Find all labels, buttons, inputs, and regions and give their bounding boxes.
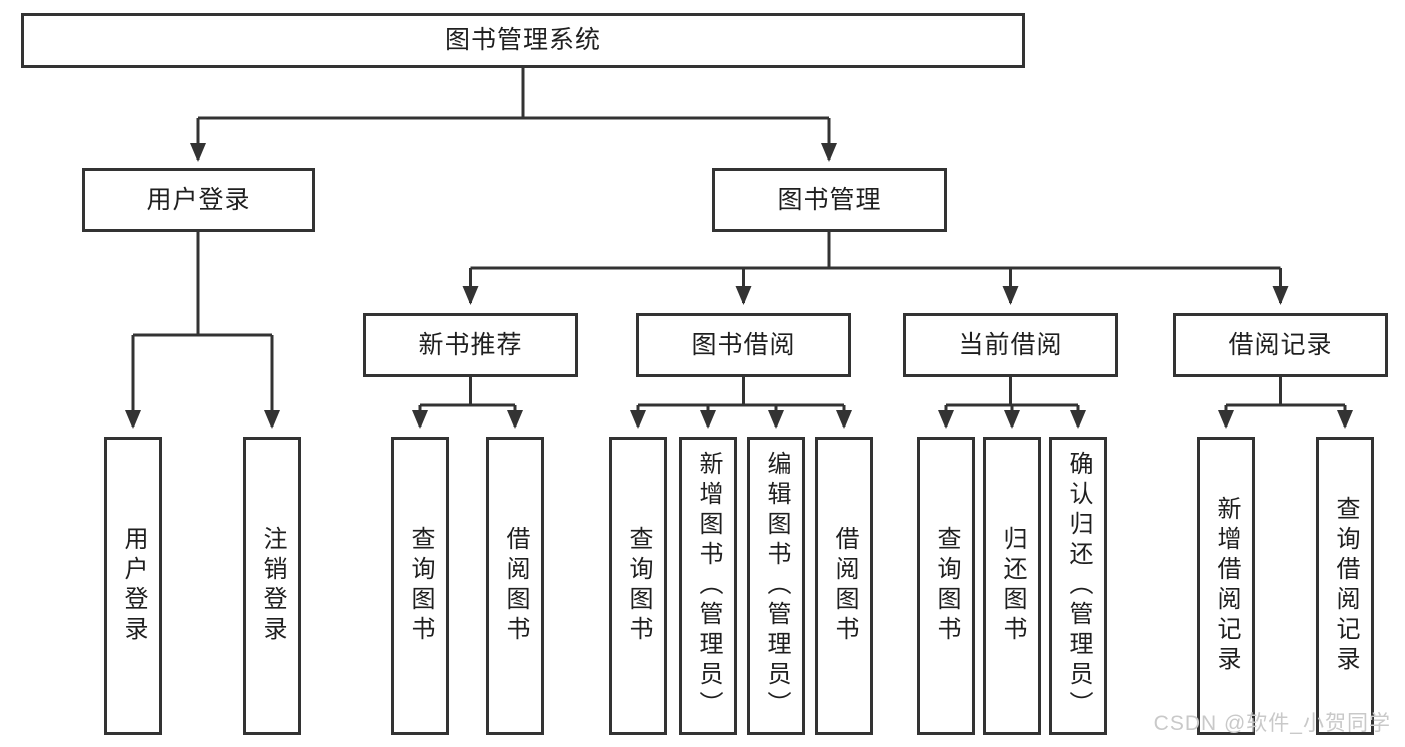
- leaf-return-books: 归还图书: [983, 437, 1041, 735]
- connector-arrows: [125, 118, 1353, 429]
- leaf-borrow-books-rec: 借阅图书: [486, 437, 544, 735]
- node-new-book-recommend: 新书推荐: [363, 313, 578, 377]
- leaf-borrow-books: 借阅图书: [815, 437, 873, 735]
- leaf-query-books-rec: 查询图书: [391, 437, 449, 735]
- node-current-borrow: 当前借阅: [903, 313, 1118, 377]
- leaf-logout: 注销登录: [243, 437, 301, 735]
- connector-trunks: [133, 68, 1345, 407]
- leaf-add-borrow-record: 新增借阅记录: [1197, 437, 1255, 735]
- node-user-login: 用户登录: [82, 168, 315, 232]
- leaf-query-books-borrow: 查询图书: [609, 437, 667, 735]
- node-borrow-records: 借阅记录: [1173, 313, 1388, 377]
- leaf-query-books-current: 查询图书: [917, 437, 975, 735]
- node-book-borrow: 图书借阅: [636, 313, 851, 377]
- csdn-watermark: CSDN @软件_小贺同学: [1153, 712, 1391, 735]
- leaf-user-login: 用户登录: [104, 437, 162, 735]
- leaf-add-book-admin: 新增图书（管理员）: [679, 437, 737, 735]
- leaf-edit-book-admin: 编辑图书（管理员）: [747, 437, 805, 735]
- node-library-system: 图书管理系统: [21, 13, 1025, 68]
- leaf-confirm-return-admin: 确认归还（管理员）: [1049, 437, 1107, 735]
- node-book-management: 图书管理: [712, 168, 947, 232]
- leaf-query-borrow-record: 查询借阅记录: [1316, 437, 1374, 735]
